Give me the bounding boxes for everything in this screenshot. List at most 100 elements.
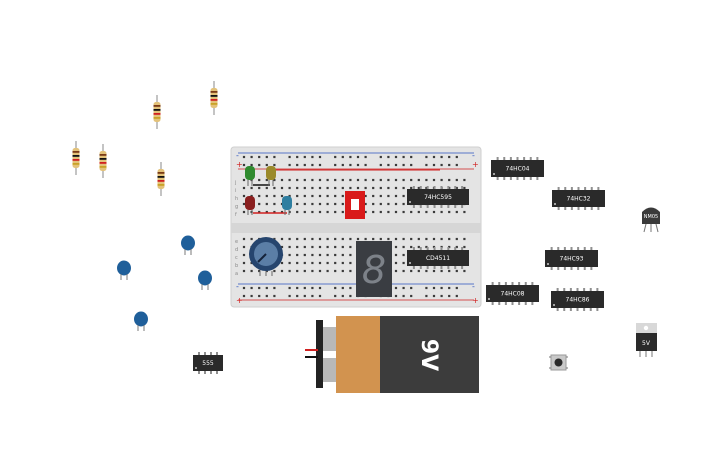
chip-pin	[454, 205, 457, 208]
breadboard-hole	[402, 194, 405, 198]
breadboard-hole	[242, 237, 246, 241]
breadboard-hole	[258, 194, 261, 198]
potentiometer[interactable]	[249, 237, 283, 276]
breadboard-hole	[311, 253, 314, 257]
chip-pin	[461, 266, 464, 269]
rail-hole	[349, 163, 352, 167]
row-letter-j: j	[234, 180, 236, 186]
chip-pin	[531, 302, 534, 305]
breadboard-hole	[432, 210, 436, 214]
chip-label: 74HC32	[567, 196, 591, 203]
rail-plus-label-bottom: +	[236, 296, 243, 305]
rail-hole	[341, 155, 344, 159]
battery-9v[interactable]: 9V	[305, 316, 479, 393]
chip-74hc32[interactable]: 74HC32	[552, 187, 605, 210]
breadboard-hole	[387, 178, 390, 182]
chip-pin	[440, 247, 443, 250]
breadboard-hole	[372, 237, 375, 241]
chip-pin	[529, 177, 532, 180]
chip-74hc93[interactable]: 74HC93	[545, 247, 598, 270]
breadboard-hole	[318, 269, 322, 273]
ceramic-capacitor[interactable]	[134, 311, 148, 327]
breadboard-hole	[425, 245, 428, 249]
row-letter-a: a	[235, 271, 238, 277]
breadboard-hole	[394, 245, 398, 249]
chip-pin1-marker	[409, 262, 411, 264]
chip-74hc595[interactable]: 74HC595	[407, 186, 469, 208]
breadboard-hole	[432, 237, 436, 241]
rail-hole	[425, 163, 428, 167]
breadboard-hole	[379, 237, 382, 241]
chip-74hc08[interactable]: 74HC08	[486, 282, 539, 305]
dip-switch-toggle	[351, 199, 359, 210]
breadboard-hole	[258, 186, 261, 190]
chip-74hc04[interactable]: 74HC04	[491, 157, 544, 180]
chip-555-timer[interactable]: 555	[193, 352, 223, 374]
ceramic-capacitor[interactable]	[117, 260, 131, 276]
breadboard-hole	[372, 202, 375, 206]
led-yellow[interactable]	[266, 166, 276, 186]
breadboard-hole	[288, 194, 291, 198]
breadboard-hole	[326, 210, 329, 214]
resistor-band	[99, 166, 107, 168]
chip-pin	[447, 266, 450, 269]
breadboard-hole	[318, 194, 322, 198]
chip-cd4511[interactable]: CD4511	[407, 247, 469, 269]
chip-74hc86[interactable]: 74HC86	[551, 288, 604, 311]
ceramic-capacitor[interactable]	[198, 270, 212, 286]
breadboard-hole	[311, 237, 314, 241]
chip-pin	[454, 266, 457, 269]
rail-hole	[440, 294, 443, 298]
breadboard-hole	[242, 253, 246, 257]
led-blue[interactable]	[282, 196, 292, 215]
led-yellow-body	[266, 166, 276, 180]
sensor-nm05[interactable]: NM05	[642, 207, 660, 233]
voltage-regulator[interactable]: 5V	[636, 323, 657, 357]
breadboard-hole	[334, 194, 337, 198]
breadboard-hole	[303, 237, 306, 241]
chip-label: 74HC595	[424, 194, 452, 201]
breadboard-hole	[455, 237, 458, 241]
chip-body	[407, 250, 469, 266]
breadboard[interactable]: + + + + - - - - j i h g f e d c b a	[230, 146, 482, 308]
chip-pin	[590, 187, 593, 190]
chip-pin	[412, 247, 415, 250]
breadboard-hole	[273, 269, 276, 273]
breadboard-hole	[242, 178, 246, 182]
battery-clip	[316, 320, 323, 388]
chip-pin	[563, 308, 566, 311]
chip-pin	[583, 308, 586, 311]
rail-hole	[265, 286, 268, 290]
row-letter-i: i	[235, 188, 236, 194]
ceramic-capacitor[interactable]	[181, 235, 195, 251]
chip-body	[486, 285, 539, 302]
chip-pin	[511, 302, 514, 305]
breadboard-hole	[356, 237, 360, 241]
chip-pin	[419, 205, 422, 208]
led-red[interactable]	[245, 196, 255, 215]
chip-pin	[577, 187, 580, 190]
sensor-label: NM05	[644, 214, 658, 220]
breadboard-hole	[372, 186, 375, 190]
chip-pin	[523, 177, 526, 180]
breadboard-hole	[394, 186, 398, 190]
chip-pin	[563, 247, 566, 250]
rail-hole	[448, 163, 451, 167]
led-green[interactable]	[245, 166, 255, 186]
breadboard-hole	[288, 210, 291, 214]
dip-switch[interactable]	[345, 191, 365, 219]
chip-pin	[511, 282, 514, 285]
pushbutton[interactable]	[549, 354, 568, 371]
seven-segment-display[interactable]: 8	[356, 241, 392, 297]
breadboard-hole	[379, 202, 382, 206]
breadboard-hole	[455, 245, 458, 249]
breadboard-hole	[455, 178, 458, 182]
chip-pin	[419, 266, 422, 269]
breadboard-hole	[448, 237, 451, 241]
resistor-band	[157, 176, 165, 178]
chip-pin	[198, 352, 200, 355]
breadboard-hole	[379, 210, 382, 214]
chip-pin	[504, 302, 507, 305]
